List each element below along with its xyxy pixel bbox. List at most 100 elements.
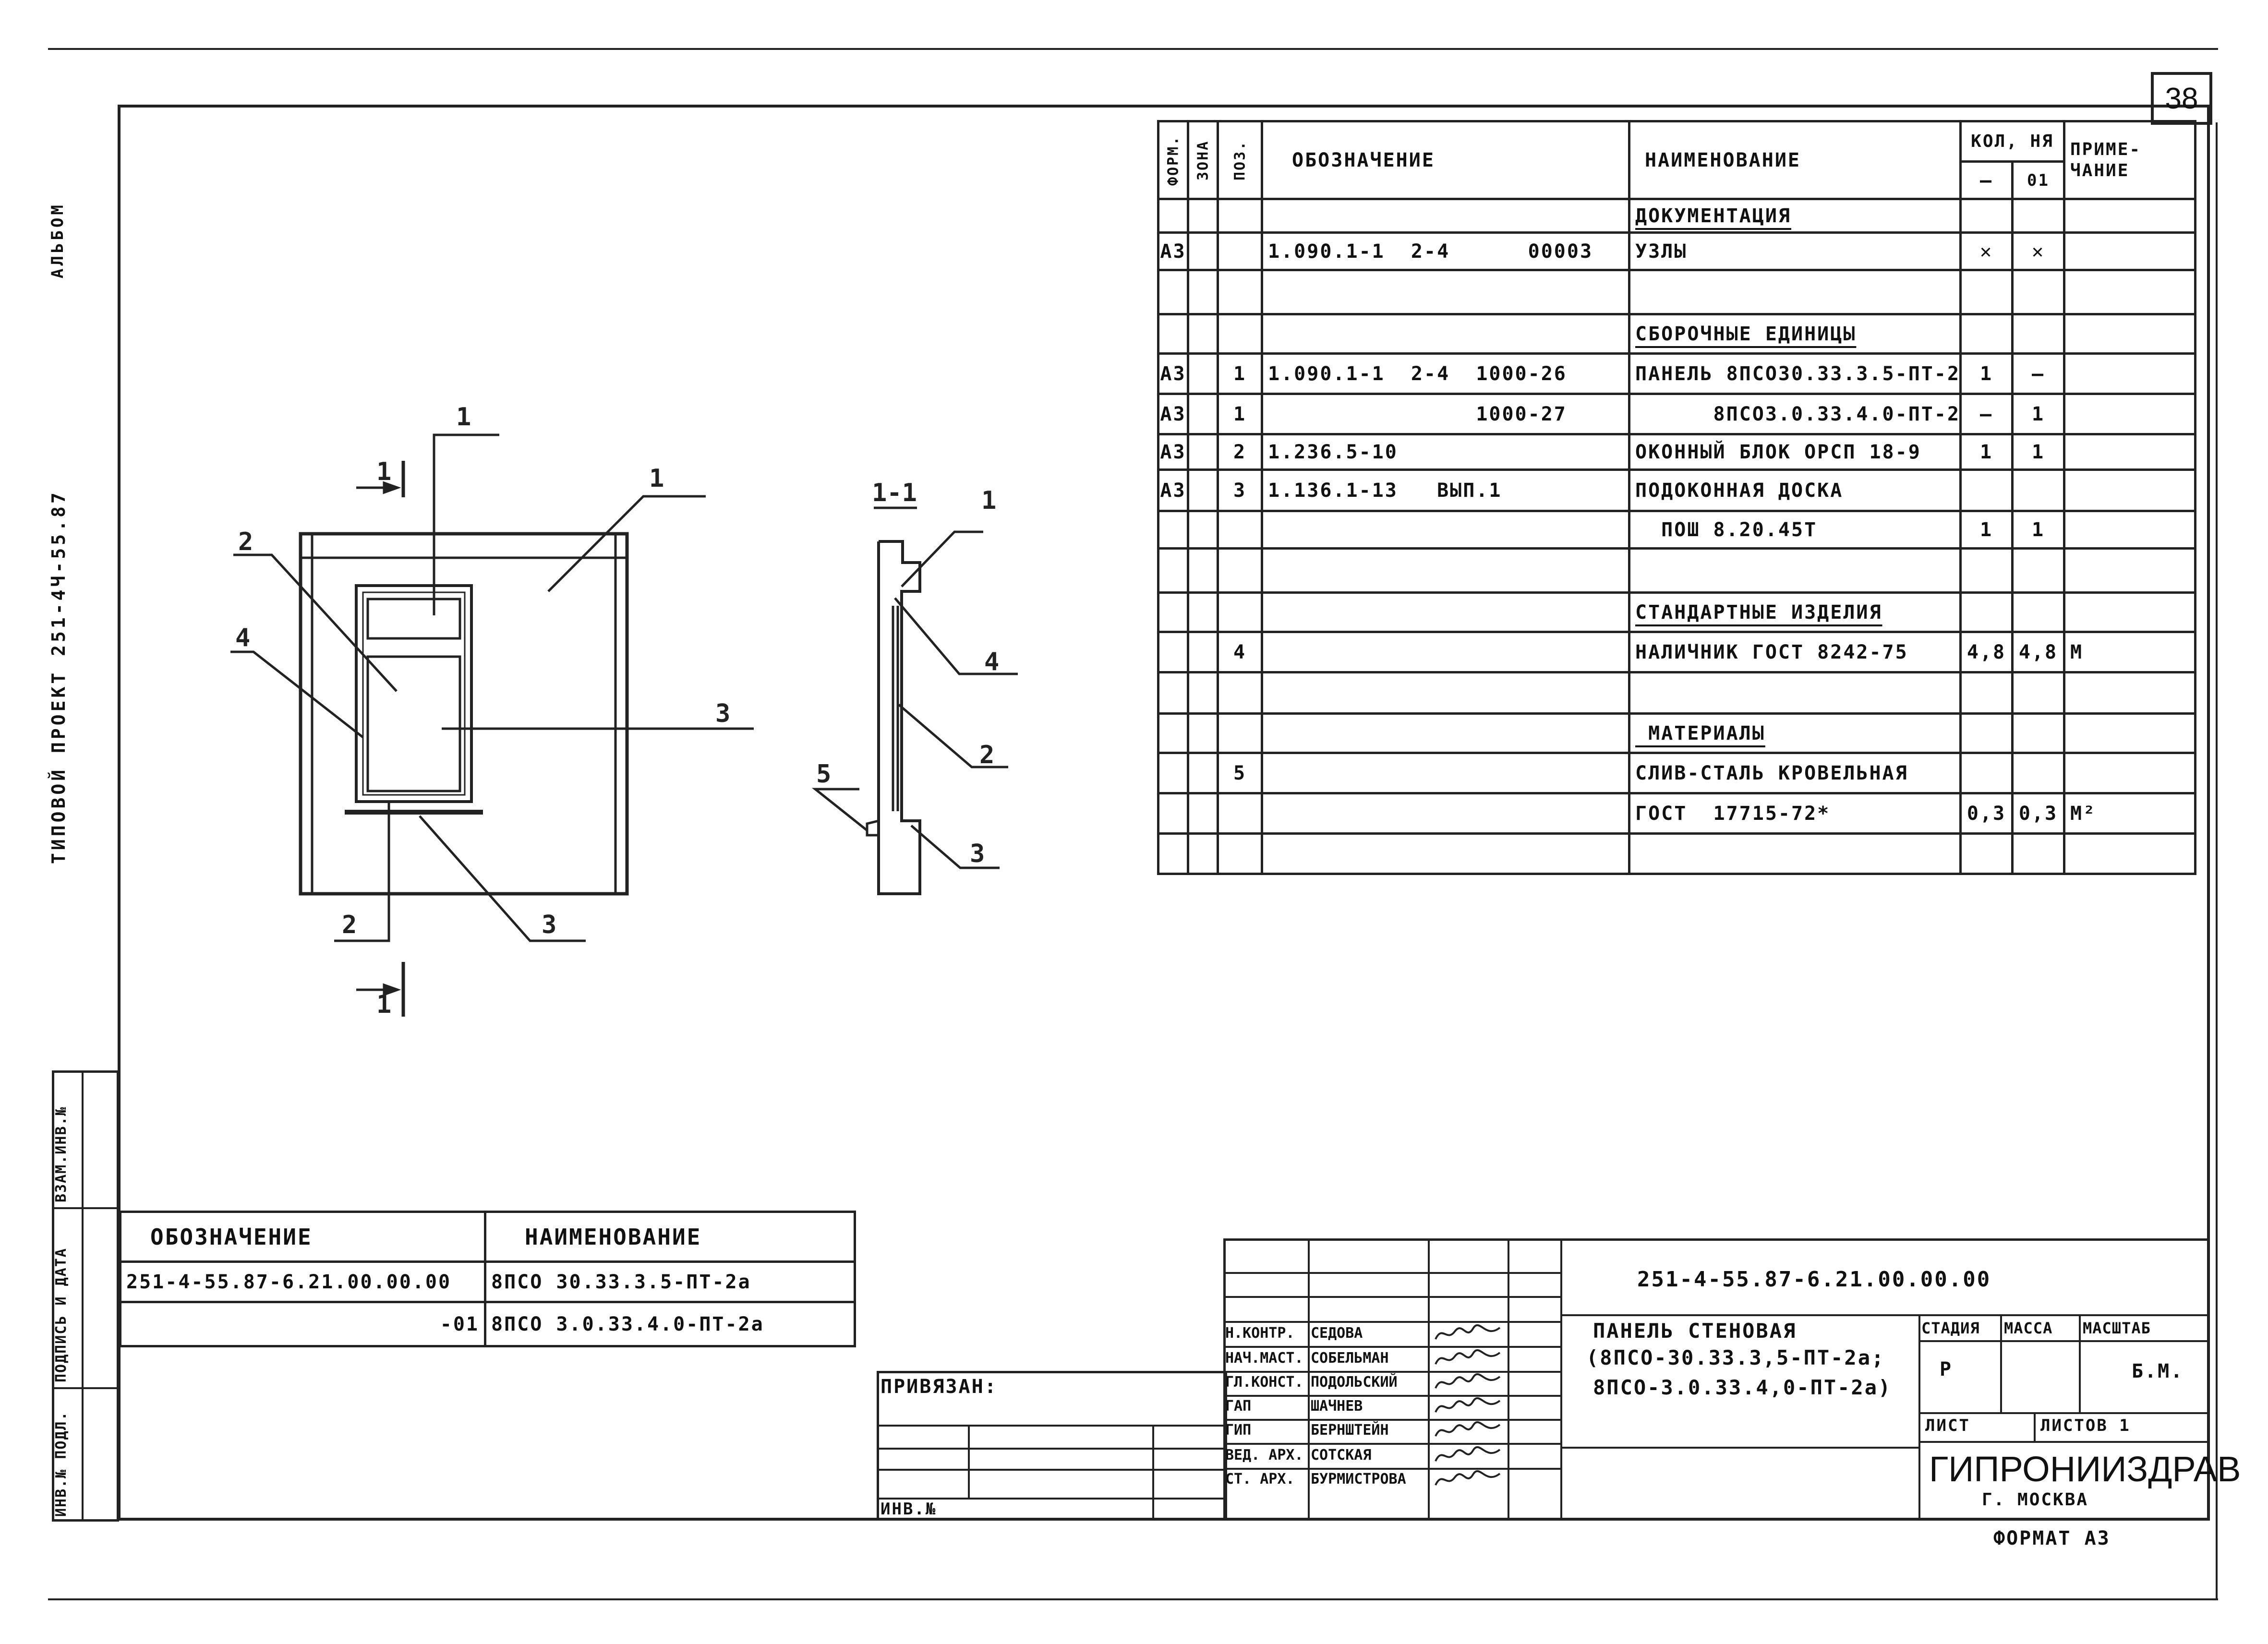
spec-header-row: ФОРМ. ЗОНА ПОЗ. ОБОЗНАЧЕНИЕ НАИМЕНОВАНИЕ… [1158, 120, 2196, 200]
callout-1-panel: 1 [649, 464, 664, 493]
tb-person: БУРМИСТРОВА [1311, 1471, 1406, 1488]
tb-person: СОБЕЛЬМАН [1311, 1350, 1389, 1367]
title-line-1: ПАНЕЛЬ СТЕНОВАЯ [1593, 1319, 1797, 1343]
spec-cell-name: ОКОННЫЙ БЛОК ОРСП 18-9 [1628, 433, 1962, 471]
section-title: 1-1 [872, 479, 917, 507]
spec-cell-pos [1217, 792, 1263, 835]
scale-value: Б.М. [2132, 1360, 2184, 1382]
signature-scribble [1435, 1421, 1501, 1437]
spec-cell-designation: 1.236.5-10 [1261, 433, 1630, 471]
spec-cell-qty-b: 1 [2011, 510, 2065, 550]
spec-cell-qty-b [2011, 591, 2065, 633]
tb-row-line-1 [1223, 1272, 1560, 1274]
spec-cell-designation [1261, 832, 1630, 875]
spec-cell-pos-text: 5 [1233, 762, 1247, 784]
spec-cell-qty-b-text: 1 [2031, 403, 2045, 425]
stage-value: Р [1940, 1358, 1953, 1380]
leader-2-bottom [334, 803, 390, 942]
spec-cell-qty-b-text: 1 [2031, 441, 2045, 463]
variants-header-designation: ОБОЗНАЧЕНИЕ [119, 1211, 486, 1263]
project-label: ТИПОВОЙ ПРОЕКТ 251-4Ч-55.87 [48, 490, 69, 864]
spec-cell-note [2063, 468, 2196, 512]
spec-cell-qty-a [1959, 468, 2014, 512]
spec-cell-pos [1217, 712, 1263, 754]
title-line-2: (8ПСО-30.33.3,5-ПТ-2а; [1586, 1346, 1885, 1369]
right-trim-line [2216, 122, 2218, 1598]
spec-cell-designation [1261, 591, 1630, 633]
spec-cell-qty-b [2011, 671, 2065, 715]
spec-cell-pos [1217, 313, 1263, 355]
binding-block [877, 1371, 1227, 1521]
spec-cell-qty-b: 4,8 [2011, 631, 2065, 673]
spec-cell-form [1157, 510, 1189, 550]
spec-cell-note [2063, 313, 2196, 355]
spec-cell-zone [1187, 631, 1219, 673]
spec-cell-qty-b: — [2011, 352, 2065, 395]
spec-cell-zone [1187, 313, 1219, 355]
tb-person: ПОДОЛЬСКИЙ [1311, 1374, 1398, 1391]
callout-3-bottom: 3 [542, 911, 556, 939]
mass-header: МАССА [2004, 1319, 2053, 1337]
window-panel-drawing: 1 1 2 4 3 2 3 1 1 1-1 1 4 2 5 3 [230, 403, 1018, 1019]
spec-cell-name-text: ПОДОКОННАЯ ДОСКА [1635, 479, 1844, 502]
section-label-top: 1 [376, 457, 391, 486]
binding-label: ПРИВЯЗАН: [881, 1376, 998, 1398]
spec-cell-form [1157, 671, 1189, 715]
spec-cell-name [1628, 671, 1962, 715]
spec-cell-qty-b-text: — [2031, 362, 2045, 385]
spec-cell-qty-a: 0,3 [1959, 792, 2014, 835]
binding-col-1 [968, 1425, 970, 1498]
tb-mass-col [2079, 1314, 2081, 1412]
signature-scribble [1435, 1373, 1501, 1389]
section-callout-4: 4 [984, 648, 999, 676]
spec-cell-qty-a [1959, 591, 2014, 633]
spec-cell-designation-text: 1.236.5-10 [1268, 441, 1398, 463]
spec-cell-zone [1187, 547, 1219, 594]
spec-cell-zone [1187, 393, 1219, 435]
spec-cell-name: ДОКУМЕНТАЦИЯ [1628, 198, 1962, 234]
signature-scribble [1435, 1349, 1501, 1365]
spec-cell-note [2063, 231, 2196, 271]
tb-person: БЕРНШТЕЙН [1311, 1422, 1389, 1439]
spec-cell-name [1628, 547, 1962, 594]
spec-cell-pos [1217, 547, 1263, 594]
spec-cell-name-text: МАТЕРИАЛЫ [1635, 722, 1765, 744]
spec-cell-name-text: ПАНЕЛЬ 8ПСО30.33.3.5-ПТ-2 [1635, 362, 1961, 385]
section-leader-4 [894, 597, 1018, 675]
section-sill [866, 819, 879, 837]
top-trim-line [48, 48, 2218, 50]
tb-col-name-end [1428, 1238, 1430, 1521]
spec-cell-name: НАЛИЧНИК ГОСТ 8242-75 [1628, 631, 1962, 673]
variants-header-name: НАИМЕНОВАНИЕ [484, 1211, 856, 1263]
spec-cell-qty-b-text: ✕ [2031, 240, 2045, 263]
spec-row [1157, 547, 2196, 594]
spec-cell-zone [1187, 671, 1219, 715]
callout-2-bottom: 2 [342, 911, 357, 939]
signature-scribble [1435, 1324, 1501, 1340]
spec-cell-form: А3 [1157, 468, 1189, 512]
spec-cell-pos [1217, 591, 1263, 633]
tb-role: НАЧ.МАСТ. [1225, 1350, 1303, 1367]
spec-cell-name-text: СБОРОЧНЫЕ ЕДИНИЦЫ [1635, 323, 1857, 345]
stage-header: СТАДИЯ [1921, 1319, 1980, 1337]
tb-title-bottom [1560, 1447, 1918, 1449]
tb-title-divider [1918, 1314, 1920, 1521]
spec-cell-form-text: А3 [1160, 362, 1186, 385]
spec-cell-designation [1261, 712, 1630, 754]
spec-cell-note [2063, 547, 2196, 594]
spec-cell-designation: 1.090.1-1 2-4 1000-26 [1261, 352, 1630, 395]
variant-name-1: 8ПСО 3.0.33.4.0-ПТ-2а [484, 1301, 856, 1347]
leader-1-panel [547, 495, 706, 592]
tb-col-date-end [1560, 1238, 1562, 1521]
callout-4: 4 [235, 624, 250, 652]
spec-cell-note-text: М² [2070, 802, 2097, 825]
window-outer-frame [355, 584, 473, 803]
spec-cell-form: А3 [1157, 352, 1189, 395]
spec-cell-qty-b [2011, 712, 2065, 754]
leader-3-bottom [419, 815, 586, 942]
spec-cell-qty-b-text: 0,3 [2018, 802, 2058, 825]
spec-cell-zone [1187, 433, 1219, 471]
header-note: ПРИМЕ-ЧАНИЕ [2063, 120, 2196, 200]
